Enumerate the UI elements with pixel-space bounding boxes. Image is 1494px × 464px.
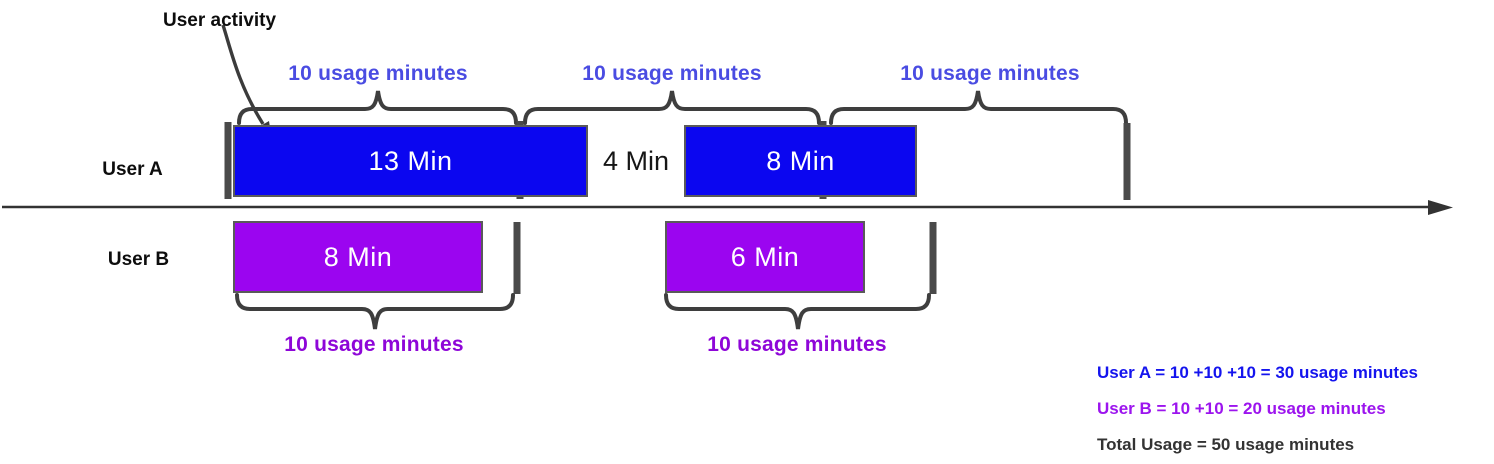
summary-total: Total Usage = 50 usage minutes bbox=[1097, 435, 1355, 454]
top-brace-label-3: 10 usage minutes bbox=[900, 62, 1080, 85]
brace-bottom-2 bbox=[664, 293, 931, 330]
bar-value-label: 6 Min bbox=[730, 241, 800, 272]
bar-value-label: 13 Min bbox=[368, 145, 453, 176]
bar-value-label: 8 Min bbox=[766, 145, 835, 176]
row-label-user-a: User A bbox=[102, 159, 163, 180]
top-brace-label-2: 10 usage minutes bbox=[582, 62, 762, 85]
summary-user-a: User A = 10 +10 +10 = 30 usage minutes bbox=[1097, 363, 1418, 382]
user-b-bar-8min: 8 Min bbox=[233, 221, 483, 293]
bar-value-label: 8 Min bbox=[323, 241, 393, 272]
row-label-user-b: User B bbox=[107, 249, 170, 270]
bottom-brace-label-2: 10 usage minutes bbox=[707, 333, 887, 356]
summary-user-b: User B = 10 +10 = 20 usage minutes bbox=[1097, 399, 1386, 418]
user-activity-label: User activity bbox=[163, 10, 277, 31]
bottom-brace-label-1: 10 usage minutes bbox=[284, 333, 464, 356]
user-a-gap-label: 4 Min bbox=[602, 145, 670, 176]
brace-bottom-1 bbox=[235, 293, 515, 330]
user-a-bar-8min: 8 Min bbox=[684, 125, 917, 197]
user-a-bar-13min: 13 Min bbox=[233, 125, 588, 197]
top-brace-label-1: 10 usage minutes bbox=[288, 62, 468, 85]
brace-top-1 bbox=[237, 90, 518, 125]
user-b-bar-6min: 6 Min bbox=[665, 221, 865, 293]
brace-top-2 bbox=[523, 90, 821, 125]
brace-top-3 bbox=[829, 90, 1128, 125]
timeline-arrowhead bbox=[1428, 200, 1453, 215]
